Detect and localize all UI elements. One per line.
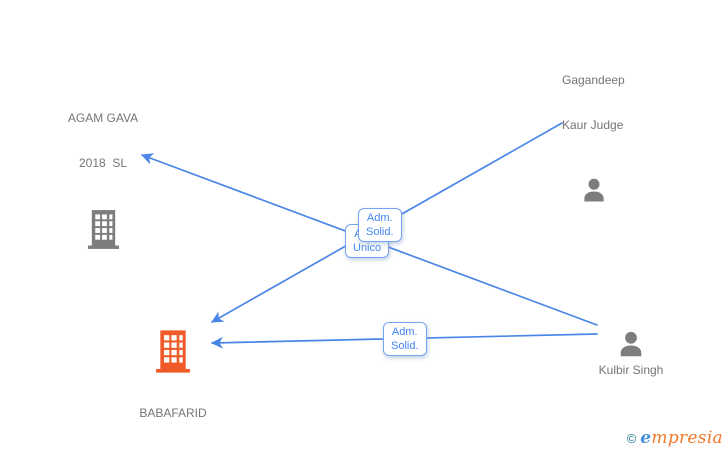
company-building-icon <box>154 330 192 373</box>
edge-label-line: Adm. <box>391 326 418 338</box>
edge-label-adm-solid-center[interactable]: Adm. Solid. <box>358 208 402 242</box>
copyright-icon: © <box>626 431 637 446</box>
edge-label-adm-solid-bottom[interactable]: Adm. Solid. <box>383 322 427 356</box>
person-icon <box>615 329 647 361</box>
node-gagandeep-kaur-judge[interactable]: Gagandeep Kaur Judge <box>562 43 634 206</box>
person-icon <box>579 176 609 206</box>
edge-label-line: Unico <box>353 242 382 254</box>
node-babafarid-sl[interactable]: BABAFARID SL <box>126 330 220 450</box>
company-name-label: BABAFARID SL <box>139 376 206 450</box>
person-name-label: Gagandeep Kaur Judge <box>562 43 625 163</box>
company-name-label: AGAM GAVA 2018 SL <box>68 81 138 201</box>
company-name-line: AGAM GAVA <box>67 111 139 125</box>
company-name-line: 2018 SL <box>78 156 128 170</box>
person-name-line: Gagandeep <box>562 73 625 87</box>
node-agam-gava-2018-sl[interactable]: AGAM GAVA 2018 SL <box>56 81 150 249</box>
edge-label-line: Adm. <box>366 212 393 224</box>
node-kulbir-singh[interactable]: Kulbir Singh <box>585 329 677 378</box>
company-name-line: BABAFARID <box>139 406 207 420</box>
person-name-line: Kaur Judge <box>562 118 624 132</box>
edge-label-line: Solid. <box>391 340 419 352</box>
person-name-label: Kulbir Singh <box>598 363 664 377</box>
brand-initial: e <box>640 428 652 448</box>
empresia-logo[interactable]: © empresia <box>627 428 723 448</box>
brand-rest: mpresia <box>651 428 723 448</box>
edge-label-line: Solid. <box>366 226 394 238</box>
brand-wordmark: empresia <box>640 428 723 448</box>
company-building-icon <box>86 210 121 249</box>
